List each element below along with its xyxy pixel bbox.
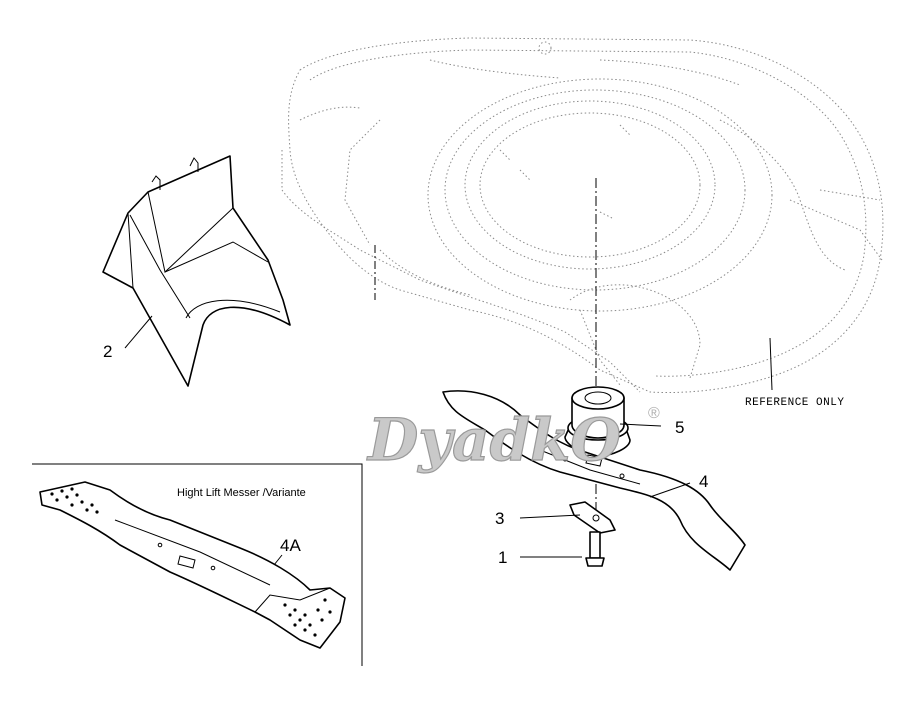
- blade-bolt: [585, 531, 605, 567]
- mower-blade: [442, 390, 746, 571]
- watermark-text: DyadkO: [366, 406, 621, 474]
- callout-5: 5: [675, 418, 684, 437]
- adapter-plate: [569, 501, 616, 534]
- grass-deflector: [102, 155, 291, 387]
- mower-deck-reference: [281, 37, 884, 393]
- callout-1: 1: [498, 548, 507, 567]
- variant-box-title: Hight Lift Messer /Variante: [177, 487, 306, 499]
- blade-holes-left: [50, 487, 99, 514]
- callout-3: 3: [495, 509, 504, 528]
- blade-holes-right: [283, 598, 332, 637]
- watermark-registered-mark: ®: [648, 405, 660, 422]
- blade-adapter: [564, 386, 631, 457]
- variant-blade-box: Hight Lift Messer /Variante 4A: [32, 463, 363, 666]
- reference-only-note: REFERENCE ONLY: [745, 397, 844, 409]
- callout-4a: 4A: [280, 536, 301, 555]
- watermark: DyadkO ®: [365, 405, 660, 475]
- callout-4: 4: [699, 472, 708, 491]
- callout-2: 2: [103, 342, 112, 361]
